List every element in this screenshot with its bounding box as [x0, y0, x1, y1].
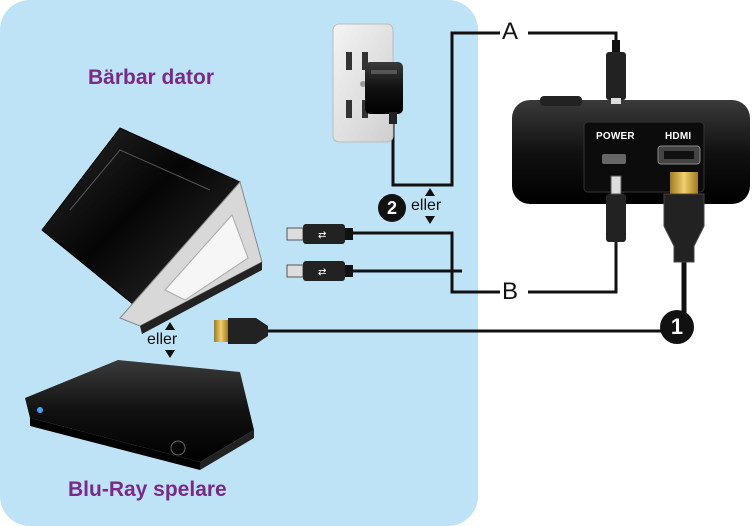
- laptop-icon: [41, 127, 263, 334]
- connector-a-label: A: [502, 18, 519, 45]
- port-power-label: POWER: [596, 131, 635, 142]
- usb-plug-icon: ⇄: [286, 261, 353, 281]
- usb-plug-icon: ⇄: [286, 224, 353, 244]
- hdmi-plug-icon: [214, 318, 268, 344]
- usb-plug-icon: [606, 40, 626, 104]
- port-hdmi-label: HDMI: [665, 131, 692, 142]
- laptop-label: Bärbar dator: [88, 66, 215, 89]
- connector-b-label: B: [502, 278, 519, 305]
- usb-plug-icon: [606, 175, 626, 242]
- cables: [268, 31, 687, 333]
- arrow-updown-icon: [165, 188, 435, 358]
- svg-text:⇄: ⇄: [318, 230, 326, 241]
- step-1-badge: 1: [660, 310, 694, 344]
- bluray-player-icon: [25, 360, 254, 470]
- power-adapter-icon: [365, 62, 403, 124]
- or-label-top: eller: [411, 197, 442, 214]
- or-label-bottom: eller: [147, 331, 178, 348]
- camera-device-icon: [512, 96, 750, 204]
- step-2-badge: 2: [378, 194, 406, 222]
- bluray-label: Blu-Ray spelare: [68, 478, 227, 501]
- svg-text:⇄: ⇄: [318, 267, 326, 278]
- hdmi-plug-icon: [663, 172, 705, 263]
